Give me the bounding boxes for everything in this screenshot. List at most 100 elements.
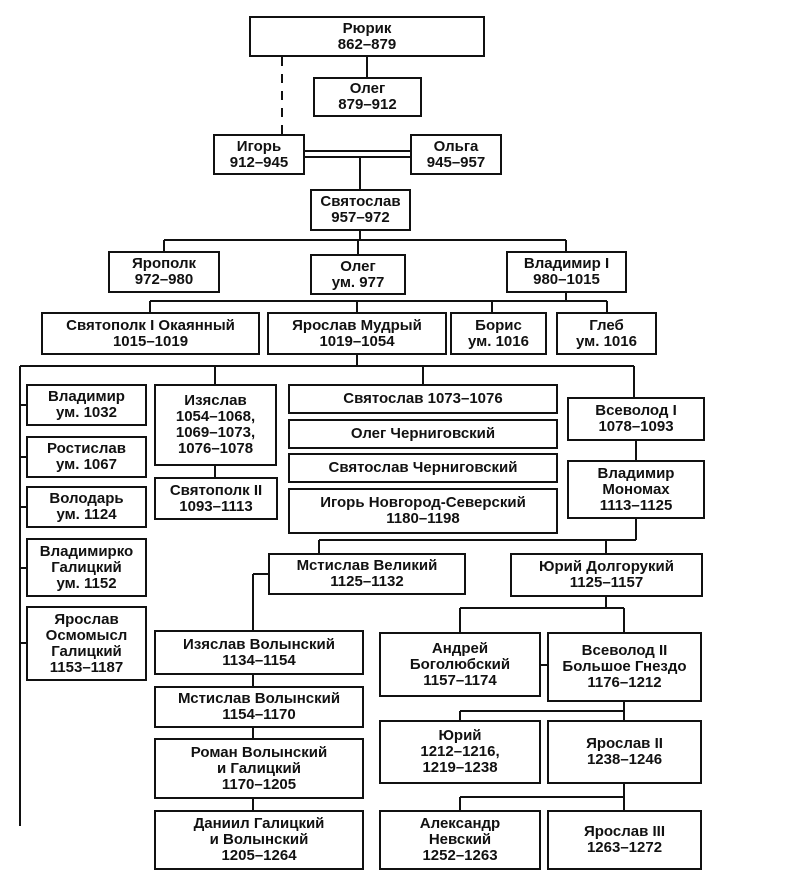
node-oleg-prophet: Олег 879–912 bbox=[313, 77, 422, 117]
vladimir-1032-name: Владимир bbox=[48, 388, 125, 405]
olga-name: Ольга bbox=[433, 137, 479, 155]
node-yuri: Юрий 1212–1216, 1219–1238 bbox=[379, 720, 541, 784]
igor-ns-years: 1180–1198 bbox=[386, 510, 460, 527]
node-yaroslav-3: Ярослав III 1263–1272 bbox=[547, 810, 702, 870]
yuri-dolgoruky-name: Юрий Долгорукий bbox=[539, 558, 674, 575]
vladimirko-years: ум. 1152 bbox=[56, 574, 117, 592]
gleb-years: ум. 1016 bbox=[576, 332, 637, 350]
node-roman: Роман Волынский и Галицкий 1170–1205 bbox=[154, 738, 364, 799]
node-oleg-977: Олег ум. 977 bbox=[310, 254, 406, 295]
node-svyatopolk-1: Святополк I Окаянный 1015–1019 bbox=[41, 312, 260, 355]
node-andrei-bogolyubsky: Андрей Боголюбский 1157–1174 bbox=[379, 632, 541, 697]
node-alexander-nevsky: Александр Невский 1252–1263 bbox=[379, 810, 541, 870]
mstislav-vol-name: Мстислав Волынский bbox=[177, 690, 341, 707]
node-mstislav-great: Мстислав Великий 1125–1132 bbox=[268, 553, 466, 595]
node-svyatopolk-2: Святополк II 1093–1113 bbox=[154, 477, 278, 520]
rurik-years: 862–879 bbox=[337, 35, 397, 53]
node-yaroslav-wise: Ярослав Мудрый 1019–1054 bbox=[267, 312, 447, 355]
node-olga: Ольга 945–957 bbox=[410, 134, 502, 175]
andrei-line-2: Боголюбский bbox=[409, 655, 511, 673]
yuri-name: Юрий bbox=[438, 727, 482, 744]
izyaslav-years-1: 1054–1068, bbox=[175, 408, 256, 425]
node-yaroslav-2: Ярослав II 1238–1246 bbox=[547, 720, 702, 784]
svyatopolk-2-years: 1093–1113 bbox=[179, 497, 253, 515]
node-rurik: Рюрик 862–879 bbox=[249, 16, 485, 57]
osmomysl-line-1: Ярослав bbox=[54, 610, 119, 628]
vladimirko-line-1: Владимирко bbox=[39, 542, 134, 560]
daniil-years: 1205–1264 bbox=[221, 847, 297, 864]
node-vladimir-1: Владимир I 980–1015 bbox=[506, 251, 627, 293]
daniil-line-2: и Волынский bbox=[209, 831, 309, 848]
svyatoslav-1073-name: Святослав 1073–1076 bbox=[343, 390, 503, 407]
node-svyatoslav-1073: Святослав 1073–1076 bbox=[288, 384, 558, 414]
node-rostislav: Ростислав ум. 1067 bbox=[26, 436, 147, 478]
igor-ns-name: Игорь Новгород-Северский bbox=[320, 494, 526, 511]
svyatopolk-1-name: Святополк I Окаянный bbox=[66, 316, 235, 334]
yaroslav-2-name: Ярослав II bbox=[586, 735, 663, 752]
node-vladimir-monomakh: Владимир Мономах 1113–1125 bbox=[567, 460, 705, 519]
vsevolod-1-years: 1078–1093 bbox=[598, 418, 674, 435]
izyaslav-years-2: 1069–1073, bbox=[175, 424, 256, 441]
izyaslav-vol-years: 1134–1154 bbox=[222, 651, 296, 669]
roman-years: 1170–1205 bbox=[221, 775, 297, 793]
daniil-line-1: Даниил Галицкий bbox=[193, 815, 325, 832]
igor-years: 912–945 bbox=[229, 153, 289, 171]
vladimir-1032-years: ум. 1032 bbox=[56, 404, 117, 421]
node-izyaslav: Изяслав 1054–1068, 1069–1073, 1076–1078 bbox=[154, 384, 277, 466]
node-izyaslav-volynsky: Изяслав Волынский 1134–1154 bbox=[154, 630, 364, 675]
andrei-line-1: Андрей bbox=[431, 639, 489, 657]
vladimir-1-years: 980–1015 bbox=[533, 271, 600, 288]
osmomysl-line-3: Галицкий bbox=[51, 642, 122, 660]
node-svyatoslav: Святослав 957–972 bbox=[310, 189, 411, 231]
vsevolod-2-line-1: Всеволод II bbox=[581, 642, 668, 659]
svyatopolk-1-years: 1015–1019 bbox=[112, 332, 189, 350]
rostislav-years: ум. 1067 bbox=[56, 456, 117, 473]
vsevolod-2-line-2: Большое Гнездо bbox=[562, 658, 687, 675]
yaroslav-wise-name: Ярослав Мудрый bbox=[292, 316, 422, 334]
node-oleg-chernigov: Олег Черниговский bbox=[288, 419, 558, 449]
mstislav-vol-years: 1154–1170 bbox=[222, 706, 296, 723]
node-daniil: Даниил Галицкий и Волынский 1205–1264 bbox=[154, 810, 364, 870]
yaroslav-wise-years: 1019–1054 bbox=[319, 332, 395, 350]
mstislav-great-name: Мстислав Великий bbox=[296, 557, 438, 574]
vsevolod-1-name: Всеволод I bbox=[595, 402, 677, 419]
monomakh-line-1: Владимир bbox=[597, 464, 675, 482]
node-volodar: Володарь ум. 1124 bbox=[26, 486, 147, 528]
mstislav-great-years: 1125–1132 bbox=[330, 573, 404, 590]
oleg-prophet-name: Олег bbox=[349, 80, 386, 97]
monomakh-line-2: Мономах bbox=[602, 480, 670, 498]
izyaslav-name: Изяслав bbox=[184, 392, 247, 409]
vladimirko-line-2: Галицкий bbox=[51, 558, 122, 576]
node-igor: Игорь 912–945 bbox=[213, 134, 305, 175]
yaroslav-2-years: 1238–1246 bbox=[586, 751, 663, 768]
oleg-977-name: Олег bbox=[340, 257, 376, 275]
node-svyatoslav-chernigov: Святослав Черниговский bbox=[288, 453, 558, 483]
node-yaroslav-osmomysl: Ярослав Осмомысл Галицкий 1153–1187 bbox=[26, 606, 147, 681]
yuri-dolgoruky-years: 1125–1157 bbox=[569, 574, 644, 591]
yaroslav-3-name: Ярослав III bbox=[583, 823, 665, 840]
node-igor-novgorod-seversky: Игорь Новгород-Северский 1180–1198 bbox=[288, 488, 558, 534]
osmomysl-years: 1153–1187 bbox=[49, 658, 124, 676]
svyatopolk-2-name: Святополк II bbox=[169, 481, 263, 499]
boris-name: Борис bbox=[475, 316, 522, 334]
rurik-name: Рюрик bbox=[342, 19, 392, 37]
olga-years: 945–957 bbox=[426, 153, 486, 171]
osmomysl-line-2: Осмомысл bbox=[45, 626, 128, 644]
volodar-name: Володарь bbox=[49, 490, 124, 507]
node-vladimirko: Владимирко Галицкий ум. 1152 bbox=[26, 538, 147, 597]
node-vsevolod-1: Всеволод I 1078–1093 bbox=[567, 397, 705, 441]
node-gleb: Глеб ум. 1016 bbox=[556, 312, 657, 355]
yuri-years-2: 1219–1238 bbox=[422, 759, 498, 776]
node-yuri-dolgoruky: Юрий Долгорукий 1125–1157 bbox=[510, 553, 703, 597]
volodar-years: ум. 1124 bbox=[56, 506, 117, 523]
svyatoslav-chernigov-name: Святослав Черниговский bbox=[328, 459, 518, 476]
izyaslav-years-3: 1076–1078 bbox=[177, 440, 254, 457]
monomakh-years: 1113–1125 bbox=[599, 496, 673, 514]
oleg-chernigov-name: Олег Черниговский bbox=[350, 425, 496, 442]
roman-line-1: Роман Волынский bbox=[190, 743, 328, 761]
yaropolk-years: 972–980 bbox=[134, 271, 194, 288]
node-vladimir-1032: Владимир ум. 1032 bbox=[26, 384, 147, 426]
yaropolk-name: Ярополк bbox=[132, 255, 196, 272]
rostislav-name: Ростислав bbox=[47, 440, 126, 457]
